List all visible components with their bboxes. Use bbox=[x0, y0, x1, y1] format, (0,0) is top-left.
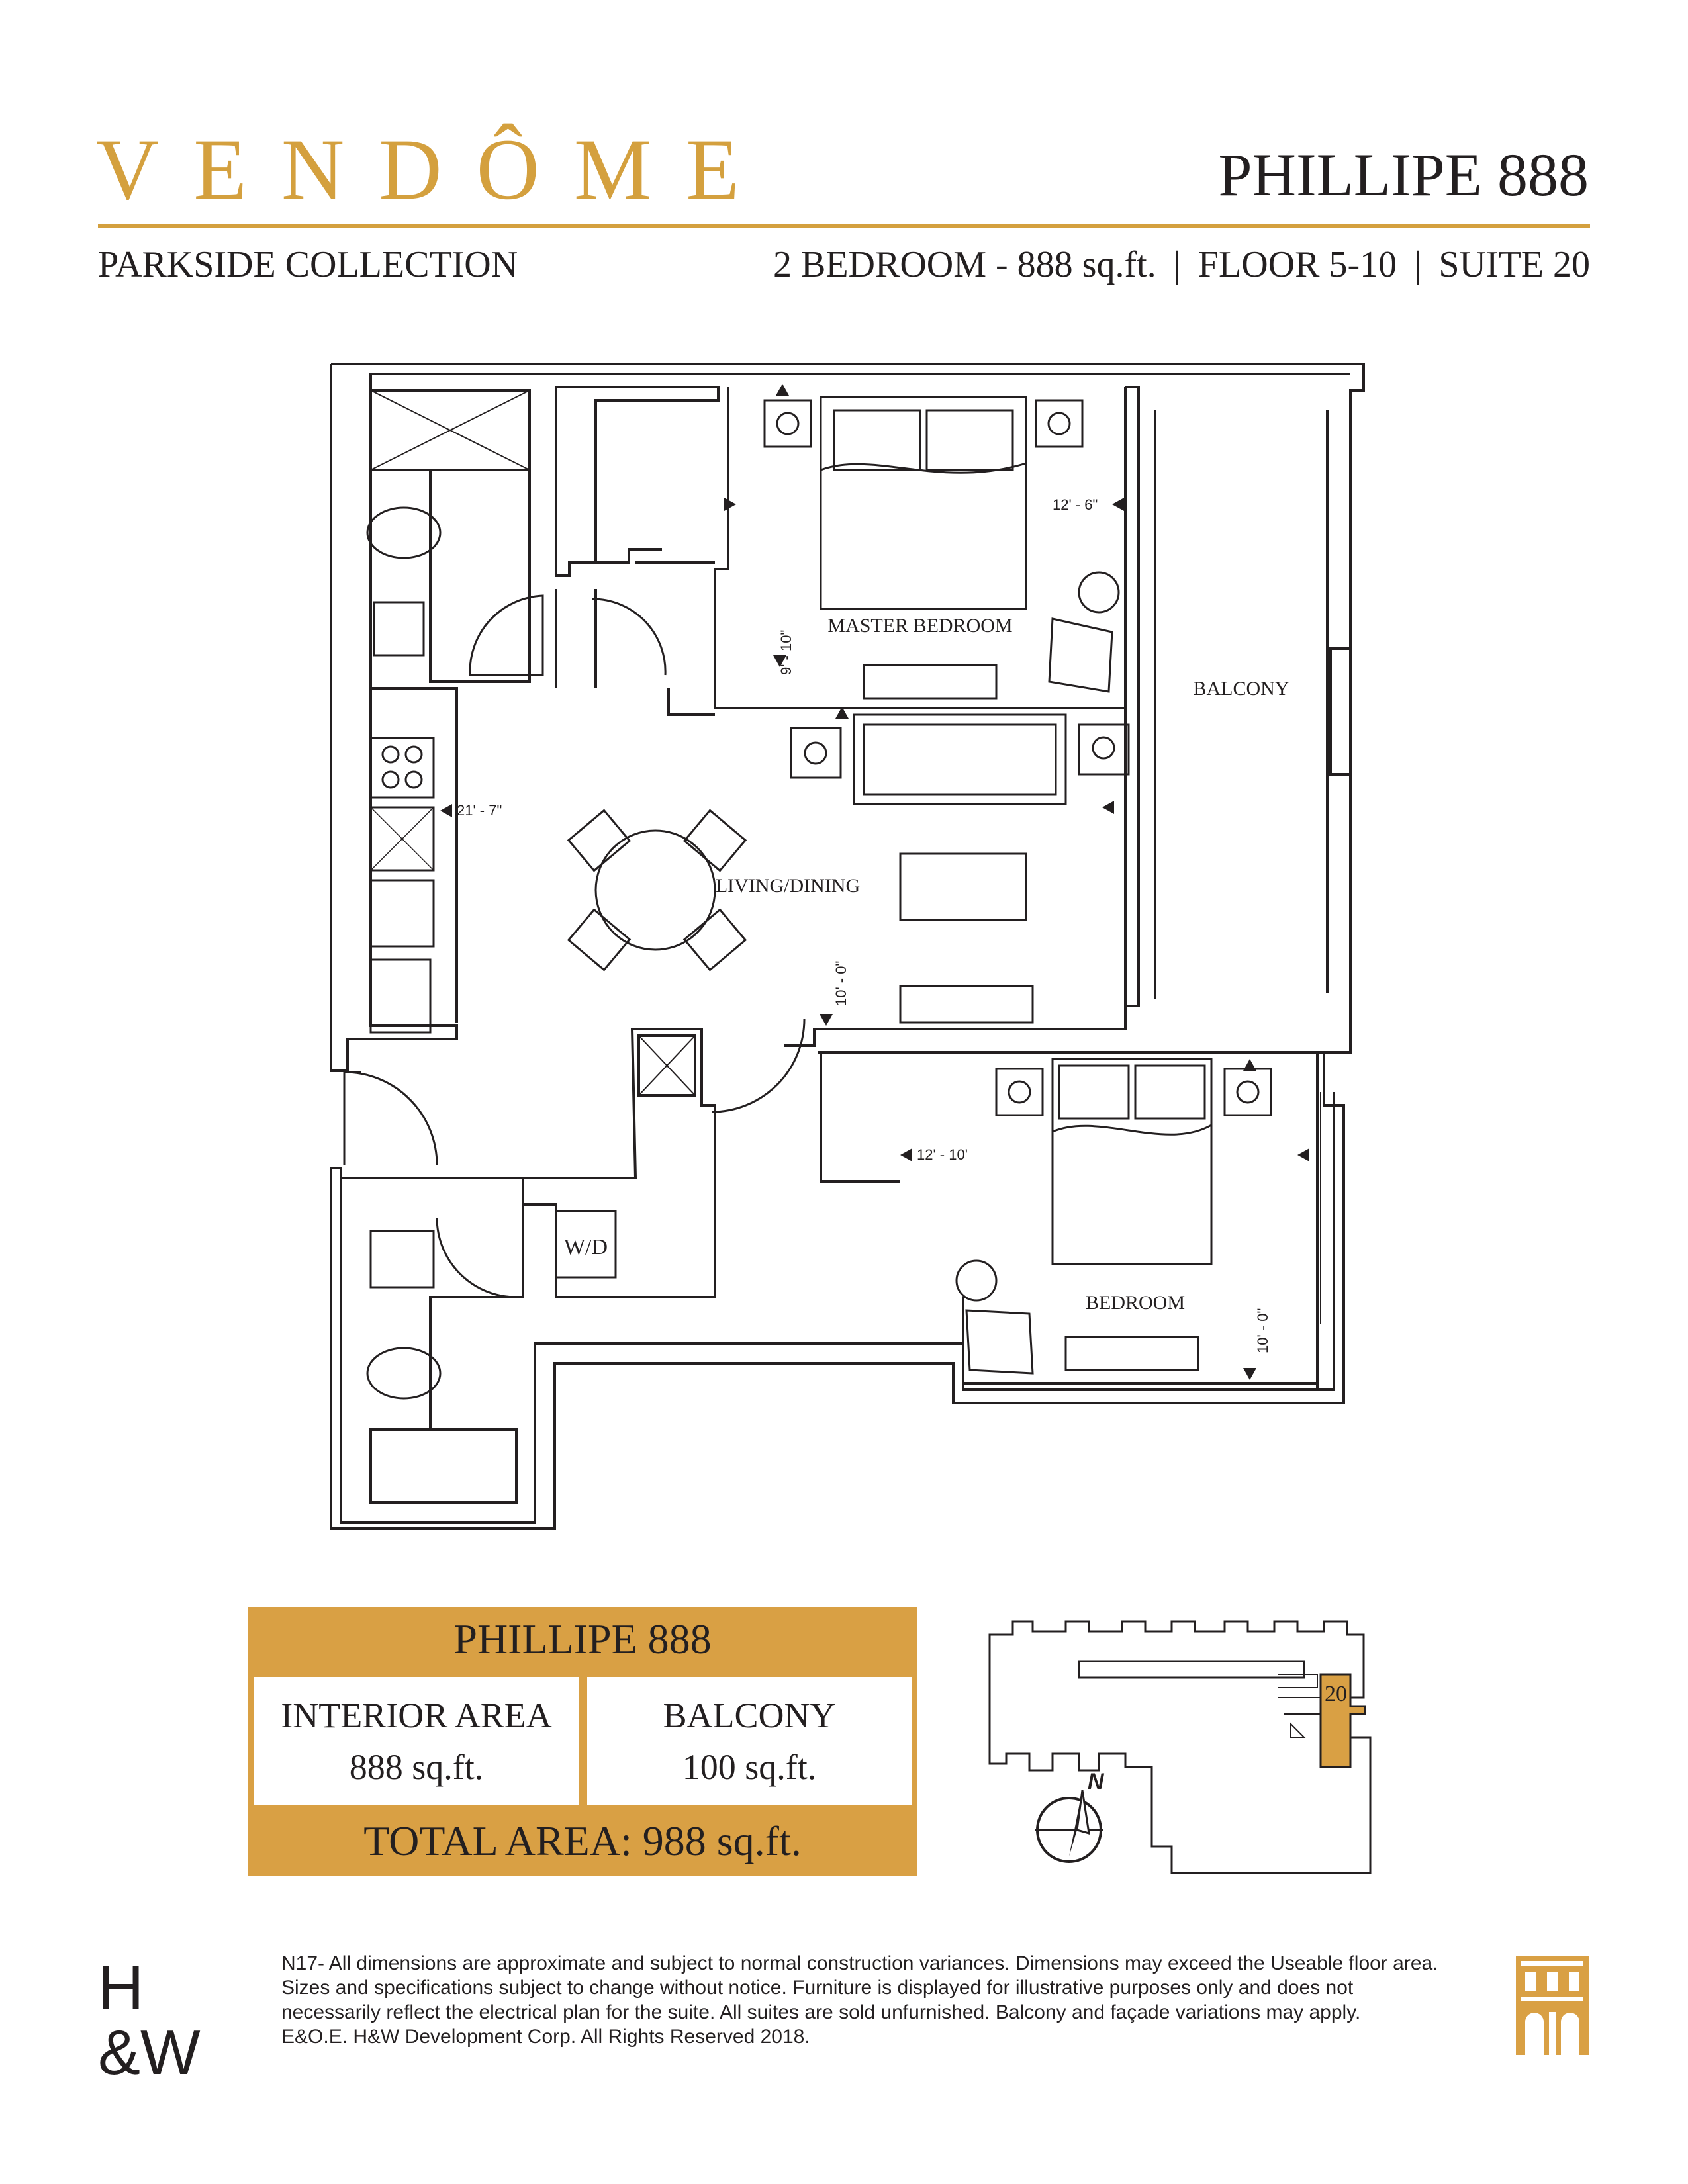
meta-separator: | bbox=[1173, 244, 1181, 285]
room-label-bedroom: BEDROOM bbox=[1086, 1292, 1185, 1314]
floor-plan-drawing: MASTER BEDROOM BALCONY LIVING/DINING BED… bbox=[330, 363, 1365, 1530]
dimension-living-depth: 10' - 0" bbox=[833, 961, 849, 1006]
dimension-kitchen-length: 21' - 7" bbox=[457, 802, 502, 819]
interior-area-cell: INTERIOR AREA 888 sq.ft. bbox=[254, 1677, 579, 1805]
suite-meta: 2 BEDROOM - 888 sq.ft. | FLOOR 5-10 | SU… bbox=[773, 246, 1590, 283]
dimension-master-depth: 9' - 10" bbox=[778, 630, 794, 675]
brand-logo: VENDÔME bbox=[96, 120, 774, 218]
compass-icon: N bbox=[1035, 1769, 1105, 1863]
disclaimer-line: E&O.E. H&W Development Corp. All Rights … bbox=[281, 2026, 810, 2048]
key-plan: 20 bbox=[973, 1595, 1450, 1886]
area-table-title: PHILLIPE 888 bbox=[453, 1615, 712, 1662]
balcony-area-value: 100 sq.ft. bbox=[682, 1747, 817, 1787]
suite-name: PHILLIPE 888 bbox=[1218, 141, 1589, 208]
interior-area-label: INTERIOR AREA bbox=[281, 1695, 552, 1735]
balcony-area-cell: BALCONY 100 sq.ft. bbox=[587, 1677, 912, 1805]
suite-number: SUITE 20 bbox=[1438, 244, 1590, 285]
floor-plan: MASTER BEDROOM BALCONY LIVING/DINING BED… bbox=[311, 351, 1383, 1549]
highlighted-suite bbox=[1319, 1673, 1366, 1768]
dimension-bedroom-depth: 10' - 0" bbox=[1254, 1308, 1271, 1353]
room-label-balcony: BALCONY bbox=[1193, 678, 1289, 700]
disclaimer: N17- All dimensions are approximate and … bbox=[281, 1951, 1499, 2049]
hw-logo-line1: H bbox=[98, 1952, 144, 2023]
hw-logo: H &W bbox=[98, 1956, 201, 2085]
key-plan-drawing: 20 bbox=[988, 1620, 1372, 1874]
suite-number-key: 20 bbox=[1325, 1682, 1347, 1706]
total-area: TOTAL AREA: 988 sq.ft. bbox=[363, 1817, 802, 1864]
room-label-living-dining: LIVING/DINING bbox=[716, 875, 860, 897]
disclaimer-line: necessarily reflect the electrical plan … bbox=[281, 2001, 1361, 2023]
hw-logo-line2: &W bbox=[98, 2017, 201, 2088]
interior-area-value: 888 sq.ft. bbox=[349, 1747, 484, 1787]
north-arrow: N bbox=[1029, 1769, 1115, 1870]
dimension-master-width: 12' - 6" bbox=[1053, 496, 1098, 513]
dimension-bedroom-width: 12' - 10' bbox=[917, 1146, 968, 1163]
meta-separator: | bbox=[1414, 244, 1422, 285]
room-label-laundry: W/D bbox=[564, 1235, 608, 1259]
north-label: N bbox=[1088, 1770, 1105, 1794]
floor-range: FLOOR 5-10 bbox=[1197, 244, 1397, 285]
room-label-master-bedroom: MASTER BEDROOM bbox=[827, 615, 1012, 637]
header-divider bbox=[98, 224, 1590, 228]
collection-name: PARKSIDE COLLECTION bbox=[98, 244, 518, 285]
disclaimer-line: N17- All dimensions are approximate and … bbox=[281, 1952, 1438, 1974]
building-icon bbox=[1516, 1956, 1589, 2055]
unit-type: 2 BEDROOM - 888 sq.ft. bbox=[773, 244, 1156, 285]
area-table: PHILLIPE 888 INTERIOR AREA 888 sq.ft. BA… bbox=[248, 1607, 917, 1876]
disclaimer-line: Sizes and specifications subject to chan… bbox=[281, 1977, 1354, 1999]
balcony-area-label: BALCONY bbox=[663, 1695, 836, 1735]
